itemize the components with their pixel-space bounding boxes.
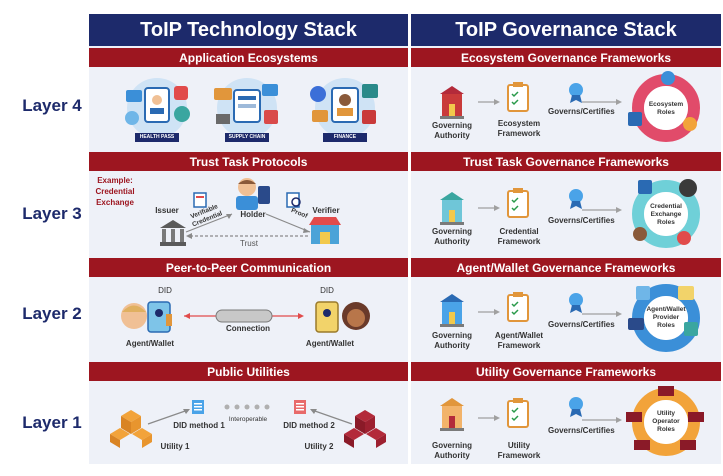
governs-certifies-4-label: Governs/Certifies <box>548 107 615 116</box>
did-method-2-label: DID method 2 <box>283 421 335 430</box>
governing-authority-2-icon <box>440 294 464 327</box>
gov-arrow-1b <box>582 417 622 423</box>
health-pass-card-label: HEALTH PASS <box>135 133 179 142</box>
layer-2-label: Layer 2 <box>22 304 82 323</box>
band-trust-task-governance: Trust Task Governance Frameworks <box>411 152 721 171</box>
governance-stack-title: ToIP Governance Stack <box>411 14 721 46</box>
verifier-label: Verifier <box>312 206 340 215</box>
layer-4-label: Layer 4 <box>22 96 82 115</box>
credential-exchange-roles-ring <box>632 179 700 248</box>
agent-wallet-left-label: Agent/Wallet <box>125 339 175 348</box>
band-ecosystem-governance: Ecosystem Governance Frameworks <box>411 48 721 67</box>
connection-pipe <box>184 309 304 323</box>
utility-operator-roles-ring <box>626 386 704 456</box>
governing-authority-2-label: Governing Authority <box>431 331 472 350</box>
connection-label: Connection <box>226 324 270 333</box>
governs-certifies-1-label: Governs/Certifies <box>548 426 615 435</box>
gov-arrow-3a <box>478 205 500 211</box>
framework-3-label: Credential Framework <box>497 227 541 246</box>
certify-badge-1-icon <box>569 397 583 417</box>
band-public-utilities: Public Utilities <box>89 362 408 381</box>
band-peer-to-peer: Peer-to-Peer Communication <box>89 258 408 277</box>
proof-document-icon <box>286 192 301 208</box>
framework-3-icon <box>507 188 529 218</box>
utility-1-arrows <box>147 409 190 425</box>
framework-4-icon <box>507 82 529 112</box>
gov-arrow-4a <box>478 99 500 105</box>
credential-exchange-example-label: Example: Credential Exchange <box>95 176 135 207</box>
gov-arrow-1a <box>478 415 500 421</box>
did-method-1-label: DID method 1 <box>173 421 225 430</box>
ecosystem-roles-label: Ecosystem Roles <box>648 101 684 116</box>
agent-wallet-provider-roles-ring <box>628 284 700 352</box>
gov-arrow-4b <box>582 99 622 105</box>
layer-3-label: Layer 3 <box>22 204 82 223</box>
did-method-1-icon <box>192 400 204 414</box>
finance-illustration <box>310 78 378 138</box>
utility-2-icon <box>344 410 386 448</box>
interoperable-dots <box>224 404 270 410</box>
credential-document-icon <box>193 192 207 208</box>
did-right-label: DID <box>320 286 334 295</box>
utility-1-label: Utility 1 <box>160 442 190 451</box>
gov-arrow-2a <box>478 309 500 315</box>
layer-1-label: Layer 1 <box>22 413 82 432</box>
interoperable-label: Interoperable <box>228 416 268 423</box>
tech-stack-title: ToIP Technology Stack <box>89 14 408 46</box>
utility-1-icon <box>110 410 152 448</box>
trust-label: Trust <box>240 239 258 248</box>
utility-2-arrows <box>310 409 353 425</box>
framework-1-icon <box>507 398 529 428</box>
governs-certifies-3-label: Governs/Certifies <box>548 216 615 225</box>
framework-2-icon <box>507 292 529 322</box>
governing-authority-3-icon <box>440 192 464 225</box>
framework-2-label: Agent/Wallet Framework <box>494 331 544 350</box>
utility-2-label: Utility 2 <box>304 442 334 451</box>
issuer-icon <box>160 220 186 246</box>
band-utility-governance: Utility Governance Frameworks <box>411 362 721 381</box>
credential-flow-arrows <box>185 213 311 239</box>
gov-arrow-2b <box>582 311 622 317</box>
governing-authority-1-label: Governing Authority <box>431 441 472 460</box>
certify-badge-3-icon <box>569 189 583 209</box>
agent-wallet-right-icon <box>315 301 370 333</box>
certify-badge-4-icon <box>569 83 583 103</box>
band-trust-task-protocols: Trust Task Protocols <box>89 152 408 171</box>
holder-icon <box>236 178 270 210</box>
gov-arrow-3b <box>582 207 622 213</box>
did-method-2-icon <box>294 400 306 414</box>
holder-label: Holder <box>240 210 266 219</box>
utility-operator-roles-label: Utility Operator Roles <box>652 410 680 433</box>
band-agent-wallet-governance: Agent/Wallet Governance Frameworks <box>411 258 721 277</box>
ecosystem-roles-ring <box>628 71 700 142</box>
verifier-icon <box>309 217 341 244</box>
governing-authority-4-label: Governing Authority <box>431 121 472 140</box>
governing-authority-4-icon <box>440 86 464 119</box>
did-left-label: DID <box>158 286 172 295</box>
health-pass-illustration <box>125 78 190 138</box>
governing-authority-1-icon <box>440 398 464 431</box>
credential-exchange-roles-label: Credential Exchange Roles <box>650 203 682 226</box>
certify-badge-2-icon <box>569 293 583 313</box>
governs-certifies-2-label: Governs/Certifies <box>548 320 615 329</box>
supply-chain-illustration <box>214 78 278 138</box>
agent-wallet-provider-roles-label: Agent/Wallet Provider Roles <box>646 306 686 329</box>
finance-card-label: FINANCE <box>323 133 367 142</box>
agent-wallet-left-icon <box>121 301 172 333</box>
band-application-ecosystems: Application Ecosystems <box>89 48 408 67</box>
governing-authority-3-label: Governing Authority <box>431 227 472 246</box>
supply-chain-card-label: SUPPLY CHAIN <box>225 133 269 142</box>
agent-wallet-right-label: Agent/Wallet <box>305 339 355 348</box>
issuer-label: Issuer <box>155 206 179 215</box>
framework-1-label: Utility Framework <box>497 441 541 460</box>
framework-4-label: Ecosystem Framework <box>497 119 541 138</box>
